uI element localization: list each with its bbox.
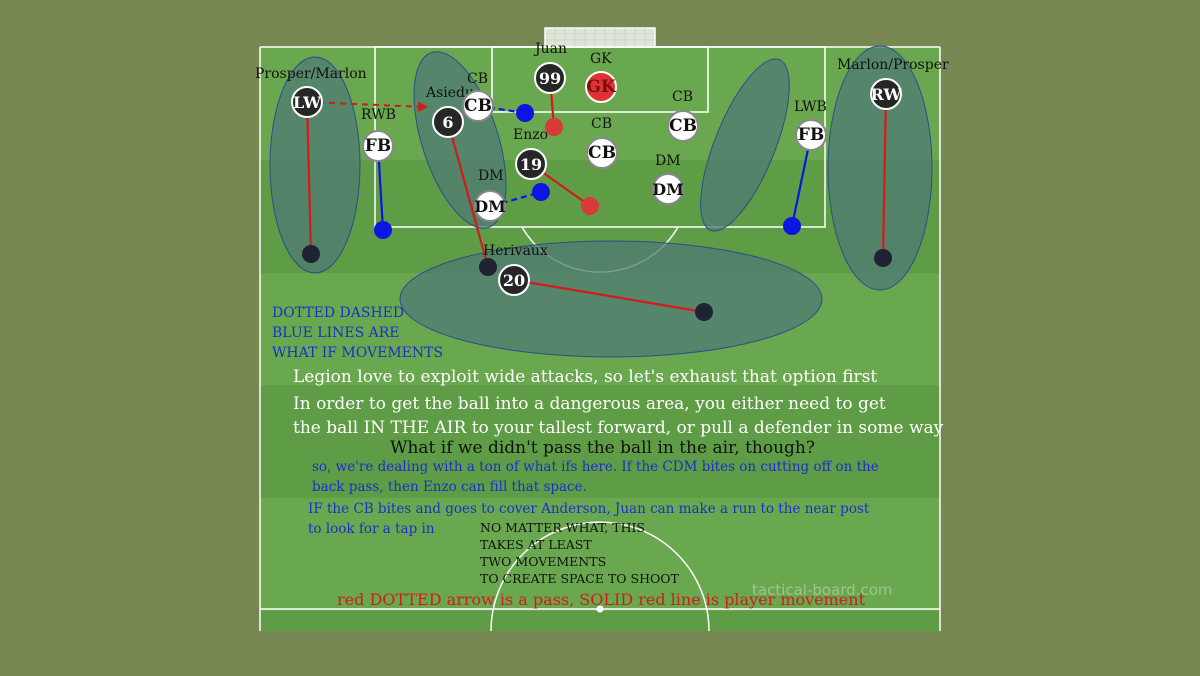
note-dangerous-area-line-2: the ball IN THE AIR to your tallest forw… xyxy=(293,418,944,438)
label-dm-right: DM xyxy=(655,153,681,169)
target-dot-enzo xyxy=(581,197,599,215)
note-whatifs-line-2: back pass, then Enzo can fill that space… xyxy=(312,479,587,495)
pass-arrow-lw xyxy=(306,101,428,112)
target-dot-cb xyxy=(516,104,534,122)
run-asiedu xyxy=(446,121,490,268)
token-dm-left[interactable]: DM xyxy=(474,190,506,222)
note-no-matter: NO MATTER WHAT, THIS TAKES AT LEAST TWO … xyxy=(480,519,679,587)
token-gk[interactable]: GK xyxy=(585,71,617,103)
note-whatifs: so, we're dealing with a ton of what ifs… xyxy=(312,457,879,497)
note-dotted-blue: DOTTED DASHED BLUE LINES ARE WHAT IF MOV… xyxy=(272,303,443,363)
label-asiedu: Asiedu xyxy=(426,85,475,101)
note-question: What if we didn't pass the ball in the a… xyxy=(390,438,815,458)
label-rw: Marlon/Prosper xyxy=(837,57,949,73)
token-cb-right[interactable]: CB xyxy=(667,110,699,142)
target-dot-lw xyxy=(302,245,320,263)
label-juan: Juan xyxy=(535,41,567,57)
target-dot-juan xyxy=(545,118,563,136)
run-rw xyxy=(881,93,888,259)
six-yard-box xyxy=(491,46,709,113)
target-dot-dm xyxy=(532,183,550,201)
note-cb-bites: IF the CB bites and goes to cover Anders… xyxy=(308,499,869,539)
note-dotted-blue-line-2: BLUE LINES ARE xyxy=(272,325,400,341)
target-dot-rwb xyxy=(374,221,392,239)
target-dot-lwb xyxy=(783,217,801,235)
note-legend: red DOTTED arrow is a pass, SOLID red li… xyxy=(337,590,866,609)
run-herivaux xyxy=(513,278,705,314)
note-cb-bites-line-1: IF the CB bites and goes to cover Anders… xyxy=(308,501,870,517)
token-juan[interactable]: 99 xyxy=(534,62,566,94)
target-dot-herivaux xyxy=(695,303,713,321)
endpoint-markers xyxy=(302,104,892,321)
center-spot xyxy=(596,605,604,613)
target-dot-asiedu xyxy=(479,258,497,276)
token-asiedu[interactable]: 6 xyxy=(432,106,464,138)
label-lwb: LWB xyxy=(794,99,827,115)
run-lw xyxy=(305,101,313,255)
label-herivaux: Herivaux xyxy=(483,243,548,259)
token-cb-left[interactable]: CB xyxy=(462,90,494,122)
label-cb-center: CB xyxy=(591,116,612,132)
label-cb-left: CB xyxy=(467,71,488,87)
note-whatifs-line-1: so, we're dealing with a ton of what ifs… xyxy=(312,459,879,475)
token-lw[interactable]: LW xyxy=(291,86,323,118)
label-lw: Prosper/Marlon xyxy=(255,66,367,82)
center-circle xyxy=(490,521,710,632)
goal-net xyxy=(545,28,655,47)
token-rwb[interactable]: FB xyxy=(362,130,394,162)
zone-right-halfspace xyxy=(700,58,790,232)
label-dm-left: DM xyxy=(478,168,504,184)
token-cb-center[interactable]: CB xyxy=(586,137,618,169)
note-dotted-blue-line-1: DOTTED DASHED xyxy=(272,305,405,321)
note-no-matter-line-4: TO CREATE SPACE TO SHOOT xyxy=(480,571,679,586)
note-no-matter-line-3: TWO MOVEMENTS xyxy=(480,554,607,569)
token-rw[interactable]: RW xyxy=(870,78,902,110)
pitch-stripes xyxy=(260,47,940,631)
note-dangerous-area-line-1: In order to get the ball into a dangerou… xyxy=(293,394,886,414)
watermark: tactical-board.com xyxy=(752,581,893,599)
zone-right-wing xyxy=(827,45,933,291)
label-cb-right: CB xyxy=(672,89,693,105)
label-enzo: Enzo xyxy=(513,127,549,143)
note-no-matter-line-2: TAKES AT LEAST xyxy=(480,537,592,552)
token-lwb[interactable]: FB xyxy=(795,119,827,151)
note-dotted-blue-line-3: WHAT IF MOVEMENTS xyxy=(272,345,444,361)
token-dm-right[interactable]: DM xyxy=(652,173,684,205)
whatif-cb xyxy=(478,104,526,115)
zone-asiedu xyxy=(413,51,507,229)
target-dot-rw xyxy=(874,249,892,267)
note-dangerous-area: In order to get the ball into a dangerou… xyxy=(293,392,943,440)
label-gk: GK xyxy=(590,51,612,67)
zones xyxy=(269,45,933,358)
zone-herivaux xyxy=(399,240,823,358)
note-cb-bites-line-2: to look for a tap in xyxy=(308,521,435,537)
token-herivaux[interactable]: 20 xyxy=(498,264,530,296)
note-wide-attacks: Legion love to exploit wide attacks, so … xyxy=(293,367,878,387)
token-enzo[interactable]: 19 xyxy=(515,148,547,180)
label-rwb: RWB xyxy=(361,107,396,123)
note-no-matter-line-1: NO MATTER WHAT, THIS xyxy=(480,520,645,535)
